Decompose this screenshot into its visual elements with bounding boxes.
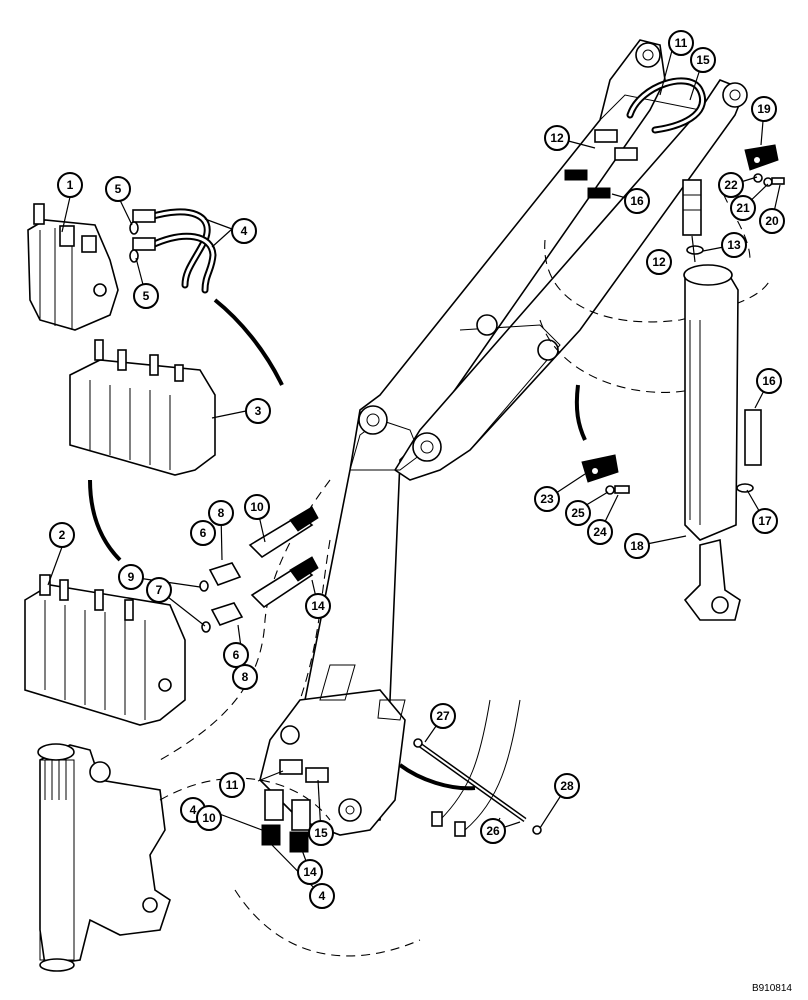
svg-text:19: 19 xyxy=(757,102,771,116)
svg-text:4: 4 xyxy=(319,889,326,903)
svg-text:5: 5 xyxy=(143,289,150,303)
svg-text:15: 15 xyxy=(696,53,710,67)
svg-text:13: 13 xyxy=(727,238,741,252)
callout-14-lower: 14 xyxy=(297,859,323,885)
callout-25: 25 xyxy=(565,500,591,526)
callout-27: 27 xyxy=(430,703,456,729)
assembly-arrows xyxy=(88,298,587,791)
hoses-10-14 xyxy=(248,506,319,609)
valve-bank-part-3 xyxy=(69,339,216,476)
boom-structure xyxy=(259,39,748,836)
svg-text:5: 5 xyxy=(115,182,122,196)
callout-13: 13 xyxy=(721,232,747,258)
callout-12-lower: 12 xyxy=(646,249,672,275)
valve-bank-part-2 xyxy=(24,574,186,726)
callout-15-upper: 15 xyxy=(690,47,716,73)
svg-text:16: 16 xyxy=(630,194,644,208)
callout-8-upper: 8 xyxy=(208,500,234,526)
callout-22: 22 xyxy=(718,172,744,198)
svg-text:20: 20 xyxy=(765,214,779,228)
supply-hoses xyxy=(129,208,217,294)
callout-16-upper: 16 xyxy=(624,188,650,214)
callout-3: 3 xyxy=(245,398,271,424)
hydraulic-cylinder xyxy=(682,179,762,621)
callout-26: 26 xyxy=(480,818,506,844)
svg-text:24: 24 xyxy=(593,525,607,539)
svg-text:16: 16 xyxy=(762,374,776,388)
svg-text:28: 28 xyxy=(560,779,574,793)
svg-text:1: 1 xyxy=(67,178,74,192)
svg-text:9: 9 xyxy=(128,570,135,584)
svg-text:23: 23 xyxy=(540,492,554,506)
callout-19: 19 xyxy=(751,96,777,122)
callout-7: 7 xyxy=(146,577,172,603)
clamps xyxy=(581,144,785,495)
svg-text:8: 8 xyxy=(242,670,249,684)
callout-20: 20 xyxy=(759,208,785,234)
svg-text:14: 14 xyxy=(303,865,317,879)
callout-6-upper: 6 xyxy=(190,520,216,546)
svg-text:18: 18 xyxy=(630,539,644,553)
swing-post xyxy=(37,743,171,972)
svg-text:22: 22 xyxy=(724,178,738,192)
callout-14-middle: 14 xyxy=(305,593,331,619)
callout-15-lower: 15 xyxy=(308,820,334,846)
svg-text:2: 2 xyxy=(59,528,66,542)
svg-text:3: 3 xyxy=(255,404,262,418)
callout-10-lower: 10 xyxy=(196,805,222,831)
callouts: 1 2 3 4 4 4 5 5 6 6 7 8 8 9 10 10 11 11 … xyxy=(49,30,785,909)
lower-fittings xyxy=(261,759,329,853)
callout-11-lower: 11 xyxy=(219,772,245,798)
callout-18: 18 xyxy=(624,533,650,559)
callout-8-lower: 8 xyxy=(232,664,258,690)
callout-5-lower: 5 xyxy=(133,283,159,309)
callout-24: 24 xyxy=(587,519,613,545)
callout-10-middle: 10 xyxy=(244,494,270,520)
fittings-6-7 xyxy=(199,562,244,633)
svg-text:8: 8 xyxy=(218,506,225,520)
callout-1: 1 xyxy=(57,172,83,198)
callout-9: 9 xyxy=(118,564,144,590)
svg-text:11: 11 xyxy=(226,778,239,792)
svg-text:10: 10 xyxy=(202,811,216,825)
callout-16-lower: 16 xyxy=(756,368,782,394)
callout-11-upper: 11 xyxy=(668,30,694,56)
callout-4-upper: 4 xyxy=(231,218,257,244)
boom-top-hoses xyxy=(564,77,707,199)
svg-text:6: 6 xyxy=(233,648,240,662)
svg-text:6: 6 xyxy=(200,526,207,540)
control-valve-assembly xyxy=(27,203,119,331)
callout-21: 21 xyxy=(730,195,756,221)
callout-12-upper: 12 xyxy=(544,125,570,151)
svg-text:17: 17 xyxy=(758,514,772,528)
callout-5-upper: 5 xyxy=(105,176,131,202)
svg-text:25: 25 xyxy=(571,506,585,520)
callout-4-lower-right: 4 xyxy=(309,883,335,909)
svg-text:7: 7 xyxy=(156,583,163,597)
callout-17: 17 xyxy=(752,508,778,534)
callout-6-lower: 6 xyxy=(223,642,249,668)
hose-routing-dashed-lines xyxy=(159,179,771,957)
svg-text:27: 27 xyxy=(436,709,450,723)
svg-text:10: 10 xyxy=(250,500,264,514)
svg-text:15: 15 xyxy=(314,826,328,840)
callout-2: 2 xyxy=(49,522,75,548)
svg-text:12: 12 xyxy=(652,255,666,269)
svg-text:11: 11 xyxy=(675,36,688,50)
figure-id-label: B910814 xyxy=(751,983,792,994)
svg-text:4: 4 xyxy=(190,803,197,817)
svg-text:21: 21 xyxy=(736,201,750,215)
svg-text:14: 14 xyxy=(311,599,325,613)
svg-text:4: 4 xyxy=(241,224,248,238)
callout-28: 28 xyxy=(554,773,580,799)
callout-23: 23 xyxy=(534,486,560,512)
svg-text:12: 12 xyxy=(550,131,564,145)
svg-text:26: 26 xyxy=(486,824,500,838)
tube-assembly xyxy=(413,699,542,837)
